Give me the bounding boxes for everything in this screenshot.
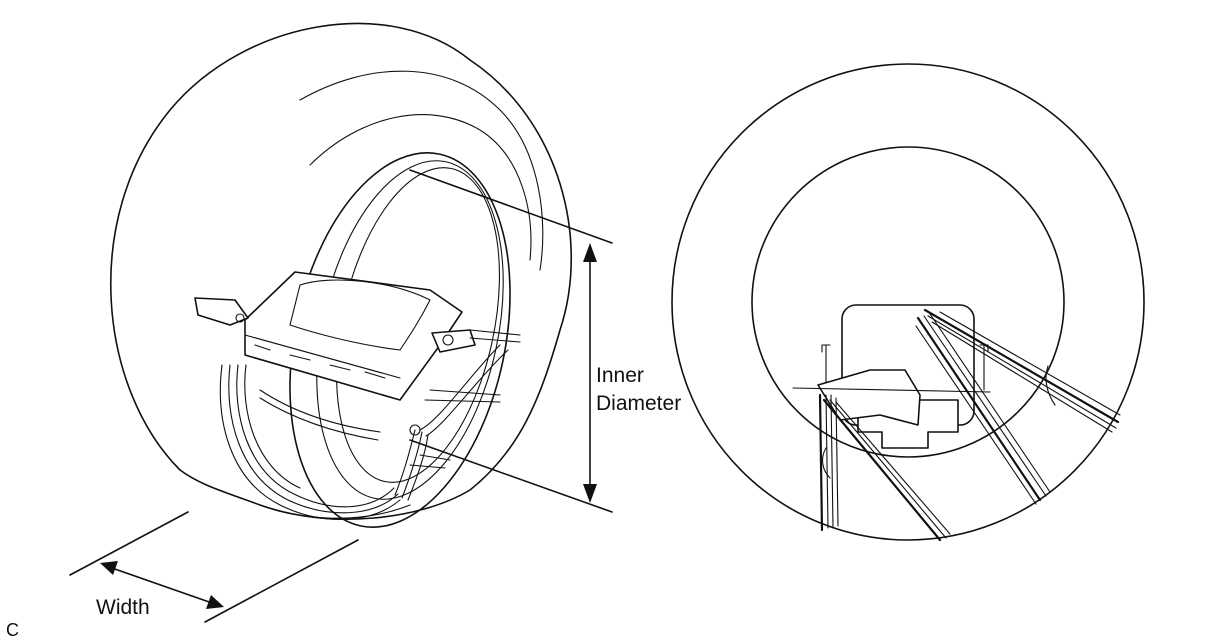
width-extension-left bbox=[69, 511, 189, 576]
tire-side-inner-circle bbox=[751, 146, 1065, 458]
inner-diameter-extension-top bbox=[409, 169, 613, 244]
tire-shoulder-curve-2 bbox=[309, 114, 532, 261]
inner-diameter-arrowhead-top bbox=[583, 243, 597, 262]
side-sensor-base-line bbox=[792, 387, 991, 393]
inner-diameter-label-line2: Diameter bbox=[596, 392, 681, 415]
width-extension-right bbox=[204, 539, 359, 623]
strap-buckle-left bbox=[194, 297, 249, 326]
side-sensor-front-plate bbox=[817, 369, 921, 426]
inner-diameter-label-line1: Inner bbox=[596, 364, 644, 387]
side-sensor-clip-right bbox=[979, 344, 989, 391]
width-arrowhead-left bbox=[100, 561, 118, 575]
sensor-front-face bbox=[244, 334, 401, 379]
tire-shoulder-curve bbox=[299, 70, 544, 271]
sensor-straps bbox=[219, 313, 521, 520]
tire-side-view bbox=[671, 63, 1145, 542]
width-label: Width bbox=[96, 596, 150, 619]
tire-sidewall bbox=[259, 504, 411, 519]
width-arrow-line bbox=[111, 567, 213, 604]
sensor-body bbox=[244, 271, 463, 401]
tire-side-outer-circle bbox=[671, 63, 1145, 541]
inner-diameter-arrowhead-bottom bbox=[583, 484, 597, 503]
width-arrowhead-right bbox=[206, 595, 224, 609]
strap-buckle-right bbox=[431, 329, 476, 353]
figure-code-label: C bbox=[6, 620, 19, 640]
side-view-straps bbox=[818, 308, 1121, 542]
sensor-top-pad bbox=[289, 279, 431, 351]
inner-diameter-extension-bottom bbox=[409, 439, 613, 513]
tire-perspective-view: Inner Diameter Width bbox=[69, 22, 681, 623]
tire-outer-outline bbox=[110, 22, 573, 520]
